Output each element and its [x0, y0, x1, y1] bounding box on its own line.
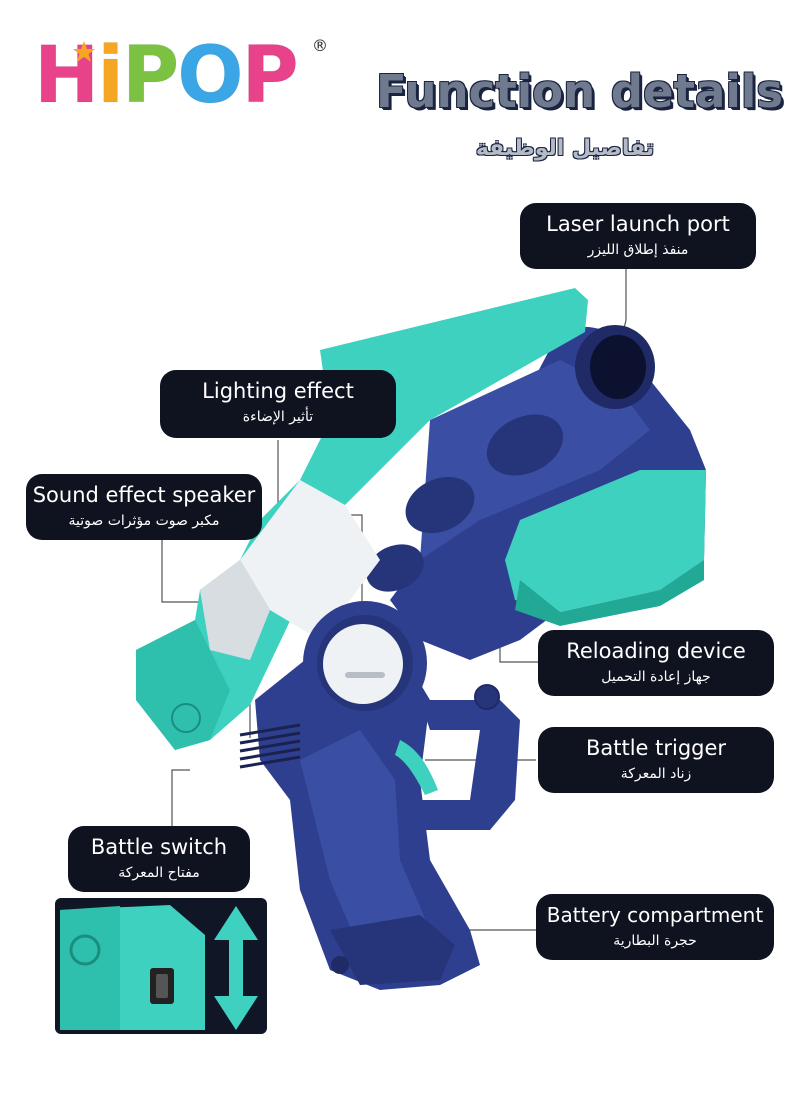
label-laser-ar: منفذ إطلاق الليزر — [587, 242, 689, 258]
reloading-device — [505, 470, 706, 612]
label-trigger-en: Battle trigger — [585, 736, 727, 760]
label-speaker-ar: مكبر صوت مؤثرات صوتية — [68, 513, 220, 529]
label-battery-compartment: Battery compartment حجرة البطارية — [536, 894, 774, 960]
label-battery-en: Battery compartment — [546, 903, 764, 927]
reloading-device-shade — [515, 560, 704, 626]
label-lighting-effect: Lighting effect تأثير الإضاءة — [160, 370, 396, 438]
label-battle-switch: Battle switch مفتاح المعركة — [68, 826, 250, 892]
trigger-guard — [420, 700, 520, 830]
label-reloading-en: Reloading device — [566, 639, 746, 663]
barrel-bump-front — [486, 414, 564, 476]
label-reloading-ar: جهاز إعادة التحميل — [601, 669, 711, 685]
lighting-panel-shade — [200, 560, 270, 660]
leader-switch — [171, 769, 190, 828]
label-laser-launch-port: Laser launch port منفذ إطلاق الليزر — [520, 203, 756, 269]
label-trigger-ar: زناد المعركة — [620, 766, 692, 782]
label-lighting-ar: تأثير الإضاءة — [242, 409, 314, 425]
dial-face — [323, 624, 403, 704]
battle-trigger — [395, 740, 438, 795]
logo-letter-i: i — [97, 31, 125, 121]
label-battery-ar: حجرة البطارية — [613, 933, 697, 949]
label-reloading-device: Reloading device جهاز إعادة التحميل — [538, 630, 774, 696]
star-icon — [73, 41, 95, 62]
gun-body-teal-shade — [136, 620, 230, 750]
label-speaker-en: Sound effect speaker — [32, 483, 256, 507]
logo-letter-o: O — [177, 31, 244, 121]
side-screw — [171, 703, 201, 733]
lighting-panel — [240, 480, 380, 640]
laser-port-inner — [590, 335, 646, 399]
label-battle-trigger: Battle trigger زناد المعركة — [538, 727, 774, 793]
grip-screw — [331, 956, 349, 974]
logo-letter-p2: P — [241, 31, 299, 121]
up-down-arrow-icon — [214, 906, 258, 1030]
speaker-grille-icon — [239, 723, 301, 769]
label-sound-effect-speaker: Sound effect speaker مكبر صوت مؤثرات صوت… — [26, 474, 262, 540]
page-title: Function details — [376, 65, 784, 118]
dial-slot — [345, 672, 385, 678]
pivot-screw — [474, 684, 500, 710]
logo-letter-p1: P — [122, 31, 180, 121]
grip-bottom-plate — [330, 915, 455, 985]
barrel-bump-small — [366, 544, 424, 592]
label-laser-en: Laser launch port — [546, 212, 730, 236]
inset-screw — [69, 934, 101, 966]
registered-mark: ® — [312, 36, 329, 55]
barrel-bump-rear — [405, 476, 475, 534]
label-switch-ar: مفتاح المعركة — [118, 865, 200, 881]
label-lighting-en: Lighting effect — [202, 379, 354, 403]
label-switch-en: Battle switch — [90, 835, 228, 859]
grip-inner-panel — [300, 730, 430, 950]
page-subtitle-arabic: تفاصيل الوظيفة — [475, 136, 655, 161]
inset-teal-shade — [60, 906, 120, 1030]
switch-inset — [55, 898, 267, 1034]
